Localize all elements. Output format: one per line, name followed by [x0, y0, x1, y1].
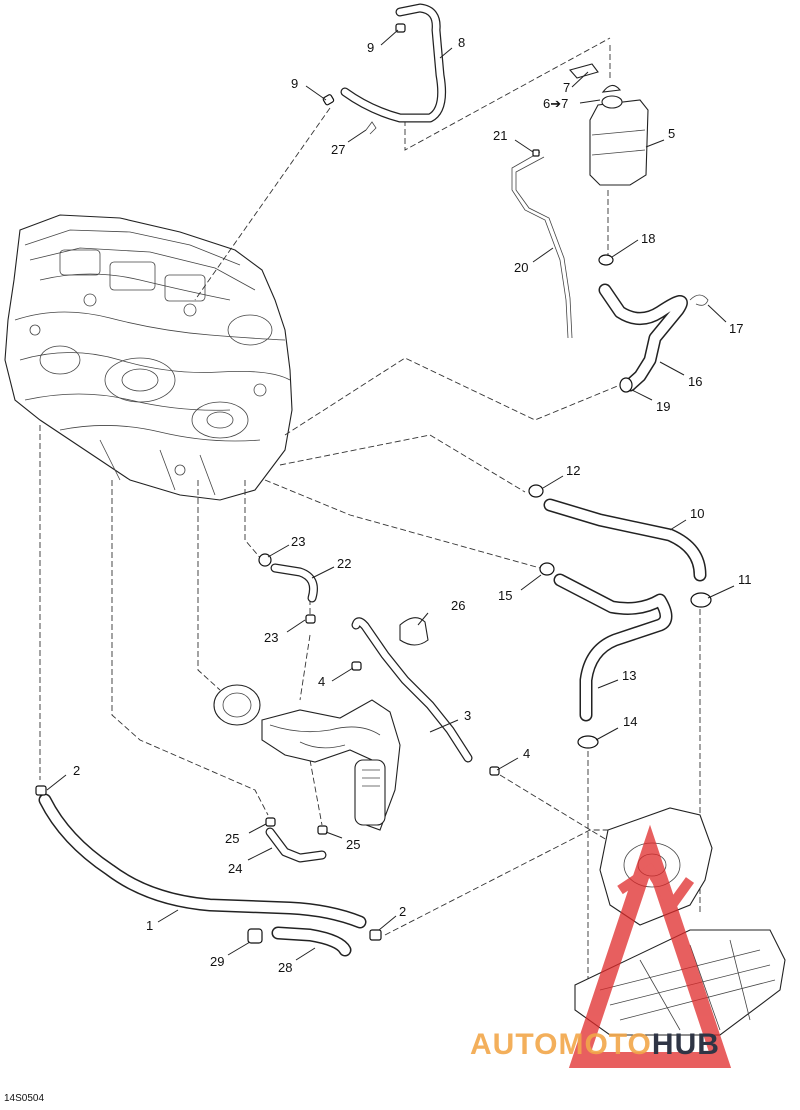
callout-9-left: 9 [291, 76, 298, 91]
callout-14: 14 [623, 714, 637, 729]
clamp-14 [577, 735, 599, 749]
clamp-9-top [395, 23, 406, 33]
callout-12: 12 [566, 463, 580, 478]
callout-2-right: 2 [399, 904, 406, 919]
callout-29: 29 [210, 954, 224, 969]
clip-17 [689, 294, 709, 306]
clamp-25-left [265, 817, 276, 827]
clamp-19 [619, 377, 633, 393]
callout-2-left: 2 [73, 763, 80, 778]
clamps [35, 23, 712, 944]
callout-3: 3 [464, 708, 471, 723]
watermark-part2: HUB [651, 1028, 720, 1061]
leader-lines [46, 29, 735, 961]
hose-22 [270, 563, 318, 603]
callout-21: 21 [493, 128, 507, 143]
callout-6-to-7: 6➔7 [543, 96, 568, 111]
hose-3 [351, 617, 473, 763]
callout-1: 1 [146, 918, 153, 933]
engine-block [4, 214, 293, 501]
clamp-23-lower [305, 614, 316, 624]
reservoir-vent-line-20 [511, 151, 573, 339]
callout-28: 28 [278, 960, 292, 975]
clamp-4-left [351, 661, 362, 671]
callout-11: 11 [738, 572, 752, 587]
callout-15: 15 [498, 588, 512, 603]
watermark-logo [568, 824, 732, 1068]
routing-lines [39, 37, 701, 985]
hose-1 [38, 793, 367, 929]
callout-labels: 1 2 2 3 4 4 5 6➔7 7 8 9 9 10 11 12 13 14… [73, 35, 752, 975]
callout-25-left: 25 [225, 831, 239, 846]
water-pump-housing [213, 684, 401, 831]
callout-16: 16 [688, 374, 702, 389]
callout-7: 7 [563, 80, 570, 95]
watermark-text: AUTOMOTOHUB [470, 1028, 720, 1062]
hose-13 [553, 573, 673, 722]
callout-22: 22 [337, 556, 351, 571]
callout-19: 19 [656, 399, 670, 414]
hose-8 [340, 3, 447, 123]
callout-24: 24 [228, 861, 242, 876]
watermark-part1: AUTOMOTO [470, 1028, 652, 1061]
hose-16 [598, 283, 688, 392]
callout-27: 27 [331, 142, 345, 157]
callout-5: 5 [668, 126, 675, 141]
fitting-29 [247, 928, 263, 944]
clamp-27 [365, 121, 377, 135]
clamp-11 [690, 592, 712, 608]
callout-20: 20 [514, 260, 528, 275]
callout-26: 26 [451, 598, 465, 613]
clamp-15 [539, 562, 555, 576]
callout-23-lower: 23 [264, 630, 278, 645]
callout-18: 18 [641, 231, 655, 246]
coolant-reservoir [569, 63, 649, 186]
callout-4-right: 4 [523, 746, 530, 761]
callout-4-left: 4 [318, 674, 325, 689]
callout-25-right: 25 [346, 837, 360, 852]
clamp-9-left [322, 94, 335, 106]
callout-13: 13 [622, 668, 636, 683]
clamp-18 [598, 254, 614, 266]
callout-8: 8 [458, 35, 465, 50]
clamp-21 [532, 149, 540, 157]
o-ring-26 [399, 617, 429, 646]
callout-10: 10 [690, 506, 704, 521]
clamp-25-right [317, 825, 328, 835]
hose-24 [265, 827, 327, 863]
hose-28 [271, 926, 352, 957]
callout-23-top: 23 [291, 534, 305, 549]
clamp-12 [528, 484, 544, 498]
callout-17: 17 [729, 321, 743, 336]
hose-10 [543, 498, 707, 582]
clamp-4-right [489, 766, 500, 776]
figure-id: 14S0504 [4, 1093, 45, 1104]
callout-9-top: 9 [367, 40, 374, 55]
clamp-2-left [35, 785, 47, 796]
clamp-2-right [369, 929, 382, 941]
